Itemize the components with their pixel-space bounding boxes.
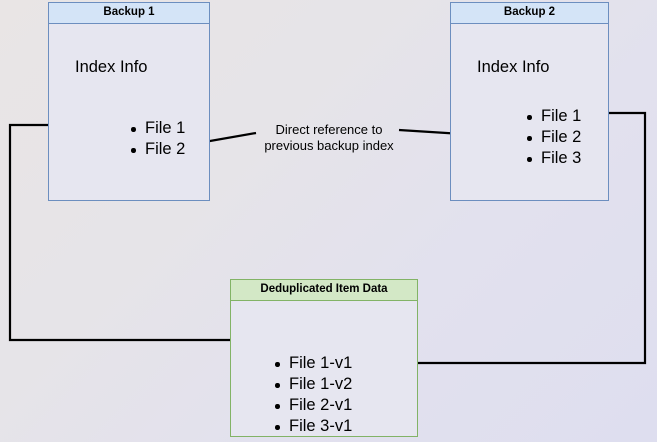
node-deduplicated-item-data[interactable]: Deduplicated Item Data File 1-v1 File 1-…: [230, 279, 418, 437]
backup-1-index-info-label: Index Info: [75, 58, 148, 76]
list-item: File 2: [129, 139, 185, 160]
node-backup-2-body: Index Info File 1 File 2 File 3: [451, 24, 608, 200]
edge-label-line-2: previous backup index: [264, 138, 394, 153]
list-item: File 3: [525, 148, 581, 169]
node-deduplicated-item-data-body: File 1-v1 File 1-v2 File 2-v1 File 3-v1: [231, 301, 417, 436]
list-item: File 1-v2: [273, 374, 352, 395]
node-backup-1-header: Backup 1: [49, 3, 209, 24]
node-deduplicated-item-data-header: Deduplicated Item Data: [231, 280, 417, 301]
deduplicated-item-list: File 1-v1 File 1-v2 File 2-v1 File 3-v1: [273, 353, 352, 437]
list-item: File 1: [525, 106, 581, 127]
backup-1-file-list: File 1 File 2: [129, 118, 185, 160]
node-backup-1[interactable]: Backup 1 Index Info File 1 File 2: [48, 2, 210, 201]
edge-label-direct-reference: Direct reference to previous backup inde…: [262, 122, 396, 154]
edge-label-line-1: Direct reference to: [275, 122, 383, 137]
backup-2-file-list: File 1 File 2 File 3: [525, 106, 581, 169]
node-backup-1-body: Index Info File 1 File 2: [49, 24, 209, 200]
backup-2-index-info-label: Index Info: [477, 58, 550, 76]
list-item: File 3-v1: [273, 416, 352, 437]
list-item: File 2: [525, 127, 581, 148]
list-item: File 1: [129, 118, 185, 139]
list-item: File 1-v1: [273, 353, 352, 374]
list-item: File 2-v1: [273, 395, 352, 416]
node-backup-2[interactable]: Backup 2 Index Info File 1 File 2 File 3: [450, 2, 609, 201]
node-backup-2-header: Backup 2: [451, 3, 608, 24]
